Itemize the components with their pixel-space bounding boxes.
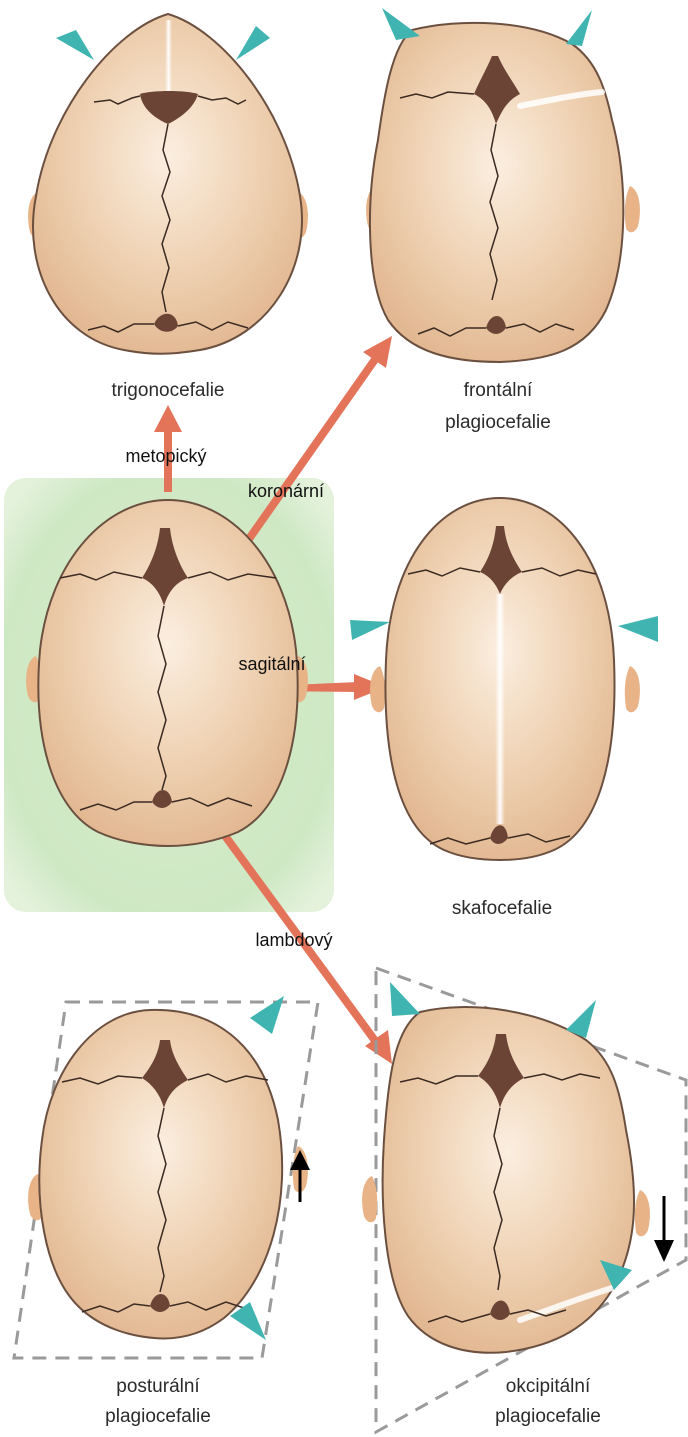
teal-triangle-icon <box>382 8 420 40</box>
down-arrow-icon <box>654 1196 674 1262</box>
ear-left <box>370 666 385 712</box>
skull-scaphocephaly <box>370 498 640 860</box>
label-occipital-line2: plagiocefalie <box>495 1406 601 1427</box>
teal-triangle-icon <box>566 10 592 46</box>
teal-triangle-icon <box>390 982 420 1016</box>
teal-triangle-icon <box>56 30 94 60</box>
skull-trigonocephaly <box>28 14 308 354</box>
label-postural-line2: plagiocefalie <box>105 1406 211 1427</box>
ear-right <box>625 186 640 232</box>
metopic-arrowhead <box>154 405 182 432</box>
ear-right <box>625 666 640 712</box>
teal-triangle-icon <box>618 616 658 642</box>
skull-occipital-plagiocephaly <box>362 968 686 1432</box>
suture-label-metopic: metopický <box>125 446 206 466</box>
suture-label-coronal: koronární <box>248 481 324 501</box>
teal-triangle-icon <box>236 26 270 60</box>
label-scaphocephaly: skafocefalie <box>452 898 552 919</box>
label-frontal-line1: frontální <box>464 380 533 401</box>
label-trigonocephaly: trigonocefalie <box>111 380 224 401</box>
label-frontal-line2: plagiocefalie <box>445 412 551 433</box>
suture-label-lambdoid: lambdový <box>255 930 332 950</box>
skull-frontal-plagiocephaly <box>366 23 640 362</box>
ear-right <box>635 1190 650 1236</box>
teal-triangle-icon <box>350 620 390 640</box>
skull-postural-plagiocephaly <box>14 1002 318 1358</box>
suture-label-sagittal: sagitální <box>238 654 305 674</box>
label-occipital-line1: okcipitální <box>506 1376 591 1397</box>
coronal-arrowhead <box>363 336 392 368</box>
label-postural-line1: posturální <box>116 1376 200 1397</box>
